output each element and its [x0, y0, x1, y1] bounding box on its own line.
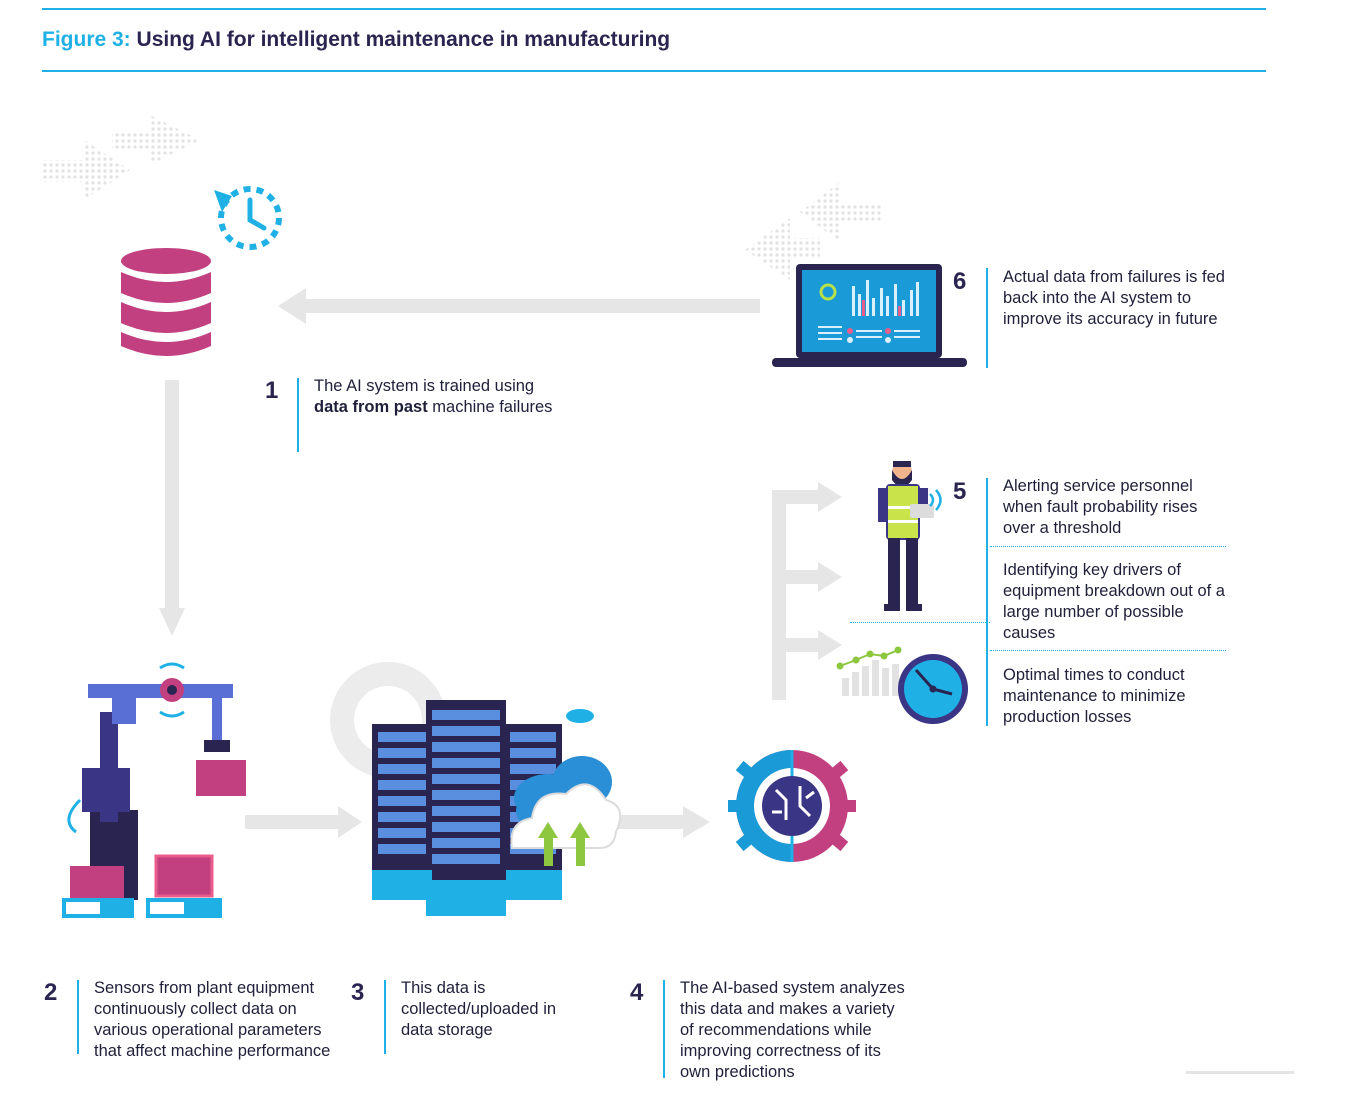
step-4-text: The AI-based system analyzes this data a…	[680, 979, 905, 1081]
step-5-number: 5	[953, 478, 967, 505]
step-4-number: 4	[630, 979, 644, 1006]
step-6-bar	[986, 268, 988, 368]
step-5-outcome-1: Alerting service personnel when fault pr…	[1003, 477, 1198, 537]
step-2-text: Sensors from plant equipment continuousl…	[94, 979, 331, 1060]
database-icon	[121, 248, 211, 356]
figure-label: Figure 3:	[42, 28, 131, 51]
step-4-bar	[663, 980, 665, 1078]
outcome-divider-1	[990, 546, 1226, 547]
cloud-upload-icon	[510, 709, 622, 866]
footer-line	[1186, 1071, 1294, 1074]
step-6-text: Actual data from failures is fed back in…	[1003, 268, 1225, 328]
step-1-text-bold: data from past	[314, 398, 428, 416]
step-5-bar	[986, 478, 988, 726]
step-2-number: 2	[44, 979, 58, 1006]
step-6-number: 6	[953, 268, 967, 295]
clock-refresh-icon	[214, 186, 282, 250]
laptop-dashboard-icon	[772, 264, 967, 367]
step-1-text-end: machine failures	[427, 398, 553, 416]
step-3-bar	[384, 980, 386, 1054]
dotted-arrow-decoration-right	[745, 182, 882, 280]
clock-chart-icon	[836, 646, 968, 724]
figure-title: Figure 3: Using AI for intelligent maint…	[42, 28, 670, 52]
step-3-number: 3	[351, 979, 365, 1006]
outcome-connector-1	[850, 622, 990, 623]
step-2-bar	[77, 980, 79, 1054]
ai-gear-brain-icon	[728, 750, 856, 862]
step-1-number: 1	[265, 377, 279, 404]
top-rule	[42, 8, 1266, 10]
step-1-bar	[297, 378, 299, 452]
outcome-divider-2	[990, 650, 1226, 651]
step-1-text: The AI system is trained using data from…	[314, 376, 564, 418]
step-5-outcome-2: Identifying key drivers of equipment bre…	[1003, 561, 1225, 642]
dotted-arrow-decoration-left	[42, 115, 200, 200]
robot-arm-icon	[62, 662, 246, 918]
worker-icon	[878, 461, 942, 611]
figure-title-text: Using AI for intelligent maintenance in …	[136, 28, 671, 51]
title-underline	[42, 70, 1266, 72]
step-1-text-start: The AI system is trained using	[314, 377, 535, 395]
step-3-text: This data is collected/uploaded in data …	[401, 979, 557, 1039]
step-5-outcome-3: Optimal times to conduct maintenance to …	[1003, 666, 1186, 726]
